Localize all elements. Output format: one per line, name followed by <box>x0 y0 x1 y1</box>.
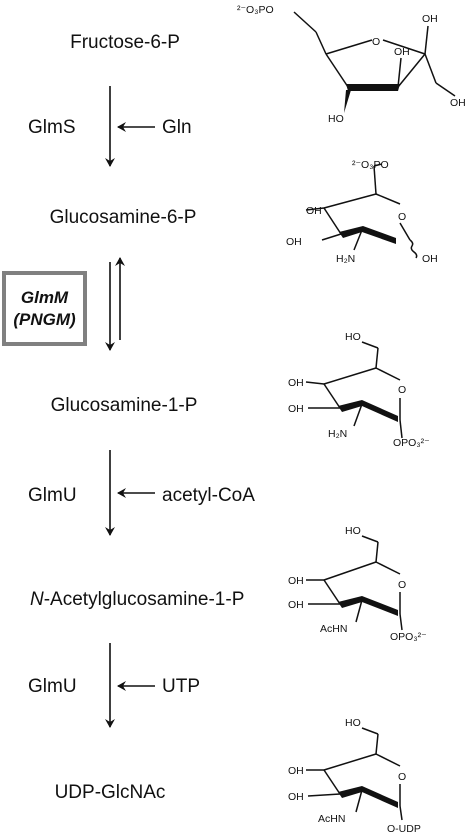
glcnac1p-oh-2: OH <box>288 599 304 611</box>
glcnac1p-oh-1: OH <box>288 575 304 587</box>
structure-glucosamine-6-p <box>305 163 418 259</box>
udpglcnac-amide: AcHN <box>318 813 345 825</box>
enzyme-glmm-box: GlmM (PNGM) <box>2 271 87 346</box>
fru-oh-1: OH <box>422 13 438 25</box>
glcn6p-oh-2: OH <box>286 236 302 248</box>
enzyme-glmu-2: GlmU <box>28 676 77 697</box>
enzyme-glmm-label: GlmM <box>20 287 69 307</box>
metabolite-glucosamine-1-p: Glucosamine-1-P <box>50 395 198 416</box>
glcnac1p-phosphate: OPO₃²⁻ <box>390 631 427 643</box>
metabolite-udp-glcnac: UDP-GlcNAc <box>54 782 166 803</box>
structure-glucosamine-1-p <box>305 341 403 439</box>
glcn6p-amine: H₂N <box>336 253 355 265</box>
metabolite-fructose-6-p: Fructose-6-P <box>70 32 180 53</box>
enzyme-glmu-1: GlmU <box>28 485 77 506</box>
arrow-step-4 <box>105 643 155 728</box>
glcn6p-oh-anomeric: OH <box>422 253 438 265</box>
structure-udp-glcnac <box>306 727 403 821</box>
glcn6p-ring-o: O <box>398 211 406 223</box>
glcn1p-ho: HO <box>345 331 361 343</box>
glcn1p-phosphate: OPO₃²⁻ <box>393 437 430 449</box>
fru-ring-o: O <box>372 36 380 48</box>
glcn1p-oh-2: OH <box>288 403 304 415</box>
metabolite-glucosamine-6-p: Glucosamine-6-P <box>49 207 197 228</box>
cosubstrate-acetyl-coa: acetyl-CoA <box>162 485 255 506</box>
arrow-step-3 <box>105 450 155 536</box>
glcnac1p-ring-o: O <box>398 579 406 591</box>
structure-n-acetylglucosamine-1-p <box>306 535 403 631</box>
n-prefix: N <box>30 589 44 610</box>
udpglcnac-ho: HO <box>345 717 361 729</box>
enzyme-pngm-label: (PNGM) <box>13 309 76 329</box>
glcn1p-oh-1: OH <box>288 377 304 389</box>
udpglcnac-oh-2: OH <box>288 791 304 803</box>
udpglcnac-ring-o: O <box>398 771 406 783</box>
cosubstrate-gln: Gln <box>162 117 192 138</box>
enzyme-glms: GlmS <box>28 117 76 138</box>
cosubstrate-utp: UTP <box>162 676 200 697</box>
glcnac1p-ho: HO <box>345 525 361 537</box>
glcn1p-ring-o: O <box>398 384 406 396</box>
n-acetylglucosamine-name: -Acetylglucosamine-1-P <box>43 589 245 610</box>
arrow-step-1 <box>105 86 155 167</box>
structure-fructose-6-p <box>293 11 456 113</box>
udpglcnac-oh-1: OH <box>288 765 304 777</box>
arrow-step-2-reversible <box>105 257 125 351</box>
fru-ho: HO <box>328 113 344 125</box>
metabolite-n-acetylglucosamine-1-p: N-Acetylglucosamine-1-P <box>30 589 244 611</box>
glcnac1p-amide: AcHN <box>320 623 347 635</box>
fru-phosphate: ²⁻O₃PO <box>237 4 274 16</box>
udpglcnac-udp: O-UDP <box>387 823 421 835</box>
glcn1p-amine: H₂N <box>328 428 347 440</box>
glcn6p-oh-1: OH <box>306 205 322 217</box>
glcn6p-phosphate: ²⁻O₃PO <box>352 159 389 171</box>
fru-oh-2: OH <box>394 46 410 58</box>
fru-oh-3: OH <box>450 97 466 109</box>
